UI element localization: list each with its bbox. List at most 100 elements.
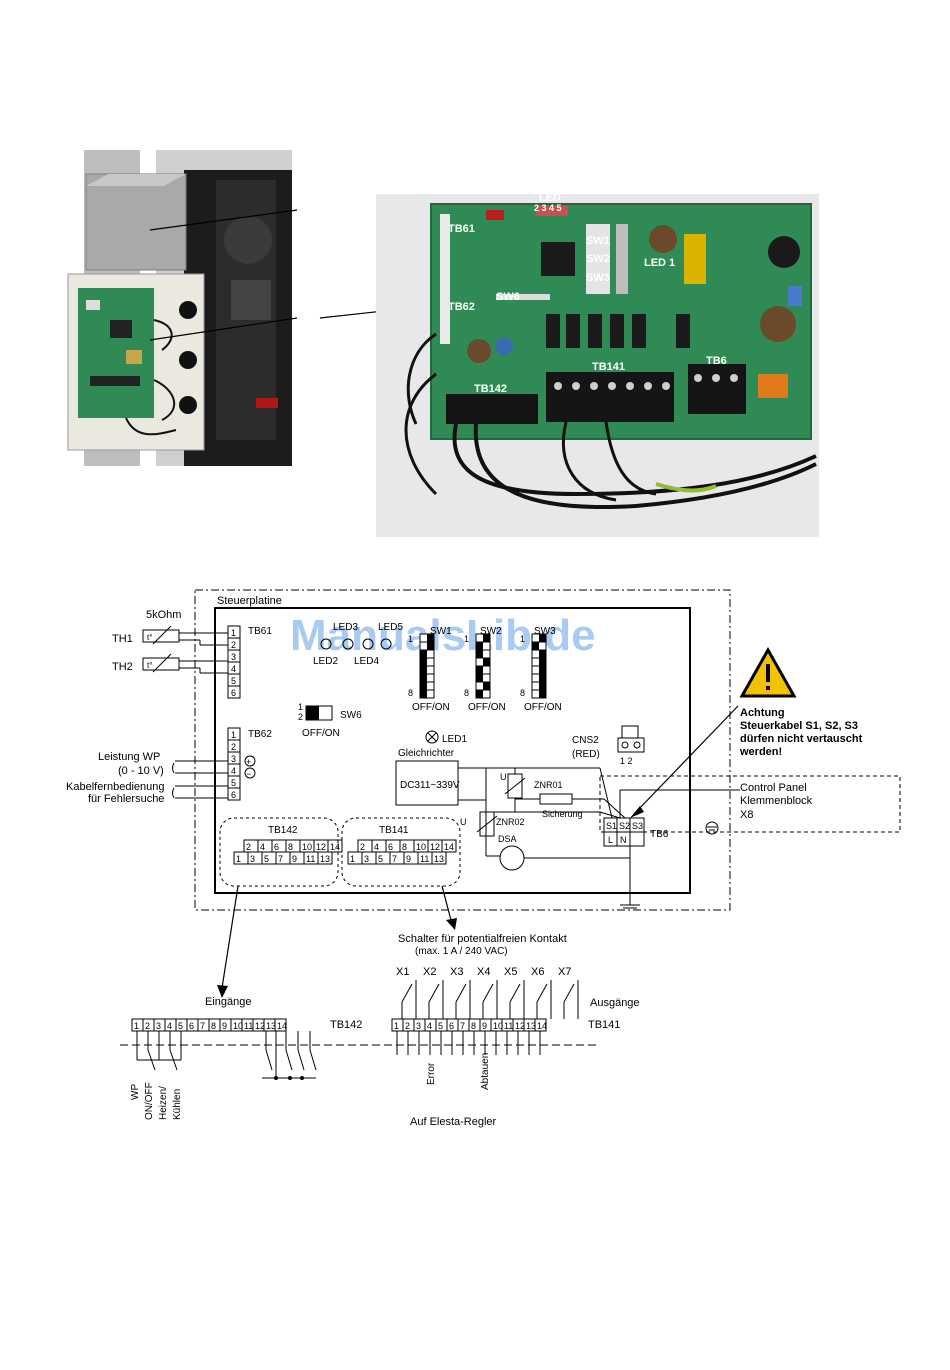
photo-led1-label: LED 1 [644,257,675,269]
terminal-number: 1 [394,1021,399,1031]
terminal-number: 12 [316,842,326,852]
achtung-title: Achtung [740,707,785,719]
terminal-number: 6 [388,842,393,852]
board-title: Steuerplatine [217,595,282,607]
elesta-label: Auf Elesta-Regler [410,1116,497,1128]
earth-icon [705,821,719,835]
terminal-number: 14 [330,842,340,852]
u-label-1: U [500,772,507,782]
terminal-number: 6 [189,1021,194,1031]
dip-lever [483,658,490,666]
contact-label: X4 [477,966,490,978]
photo-tb61-label: TB61 [448,223,475,235]
dip-pin-1: 1 [408,634,413,644]
sw3-label: SW3 [534,626,556,637]
tb6-s2: S2 [619,821,630,831]
relay-contacts [396,980,579,1055]
dip-pin-8: 8 [464,688,469,698]
terminal-number: 8 [402,842,407,852]
leistung-range: (0 - 10 V) [118,765,164,777]
terminal-number: 4 [374,842,379,852]
terminal-number: 7 [200,1021,205,1031]
terminal-number: 2 [231,640,236,650]
warning-line-3: werden! [739,746,782,758]
dc-label: DC311~339V [400,780,460,791]
dip-lever [420,666,427,674]
dip-lever [427,634,434,642]
contact-switch [563,983,575,1003]
board-tb142-label: TB142 [268,825,298,836]
led4-label: LED4 [354,656,379,667]
terminal-number: 13 [320,854,330,864]
terminal-number: 11 [244,1021,253,1031]
dip-pin-1: 1 [520,634,525,644]
wp-label: WP [130,1084,141,1100]
terminal-number: 10 [233,1021,243,1031]
dip-lever [476,642,483,650]
terminal-number: 1 [350,854,355,864]
terminal-number: 8 [288,842,293,852]
terminal-number: 1 [231,628,236,638]
dip-lever [476,650,483,658]
terminal-number: 5 [231,676,236,686]
u-label-2: U [460,817,467,827]
contact-label: X6 [531,966,544,978]
znr02-label: ZNR02 [496,817,525,827]
terminal-number: 7 [278,854,283,864]
dip-pin-1: 1 [464,634,469,644]
contact-label: X1 [396,966,409,978]
photo-sw2-label: SW2 [586,253,610,265]
abtauen-label: Abtauen [480,1053,491,1090]
minus-symbol: − [246,769,251,779]
terminal-number: 11 [504,1021,513,1031]
dip-lever [539,674,546,682]
cns2-red: (RED) [572,749,600,760]
terminal-number: 3 [156,1021,161,1031]
dip-pin-8: 8 [408,688,413,698]
terminal-number: 5 [438,1021,443,1031]
warning-line-2: dürfen nicht vertauscht [740,733,863,745]
terminal-number: 8 [471,1021,476,1031]
th2-label: TH2 [112,661,133,673]
terminal-number: 3 [416,1021,421,1031]
sw6-pin1: 1 [298,702,303,712]
contact-switch [455,983,467,1003]
dip-lever [539,682,546,690]
dip-lever [420,674,427,682]
photo-sw6-label: SW6 [496,291,520,303]
terminal-number: 3 [250,854,255,864]
contact-label: X2 [423,966,436,978]
terminal-box [327,839,343,853]
dip-pin-8: 8 [520,688,525,698]
cns2-pins: 1 2 [620,756,633,766]
terminal-box [441,839,457,853]
terminal-number: 2 [360,842,365,852]
terminal-number: 3 [364,854,369,864]
dip-lever [476,674,483,682]
tb6-n: N [620,835,627,845]
terminal-number: 4 [427,1021,432,1031]
terminal-number: 13 [266,1021,276,1031]
terminal-number: 2 [231,742,236,752]
terminal-number: 7 [460,1021,465,1031]
dip-lever [483,682,490,690]
tb6-label: TB6 [650,829,669,840]
onoff-label: ON/OFF [144,1082,155,1120]
terminal-number: 6 [449,1021,454,1031]
led5-top-label: LED5 [378,622,403,633]
schalter-label: Schalter für potentialfreien Kontakt [398,933,567,945]
terminal-number: 4 [231,664,236,674]
resistor-label: 5kOhm [146,609,181,621]
terminal-number: 10 [416,842,426,852]
terminal-number: 7 [392,854,397,864]
dip-lever [539,690,546,698]
dsa-label: DSA [498,834,517,844]
leistung-label: Leistung WP [98,751,160,763]
znr01-label: ZNR01 [534,780,563,790]
terminal-box [227,685,241,699]
terminal-number: 3 [231,754,236,764]
terminal-number: 14 [277,1021,287,1031]
